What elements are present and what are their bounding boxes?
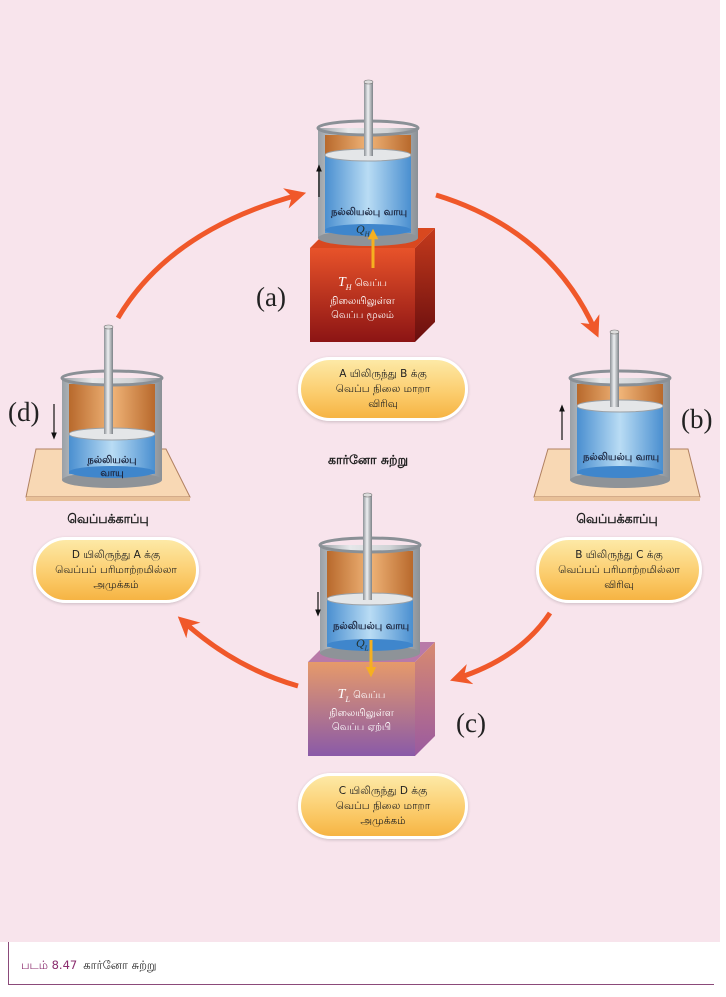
piston-rod [364, 82, 373, 156]
reservoir-line2: நிலையிலுள்ள [329, 707, 394, 719]
cycle-title: கார்னோ சுற்று [327, 452, 409, 467]
reservoir-line2: நிலையிலுள்ள [330, 295, 395, 307]
cycle-arrow-a-to-b [435, 192, 600, 338]
temp-symbol: TH [337, 275, 352, 292]
heat-qh-label: QH [356, 222, 370, 238]
stage-a-apparatus [310, 79, 435, 342]
gas-label-d: நல்லியல்பு வாயு [75, 454, 149, 480]
process-line: வெப்பப் பரிமாற்றமில்லா [558, 563, 680, 576]
process-line: A யிலிருந்து B க்கு [339, 367, 427, 380]
stage-b-apparatus [533, 329, 701, 501]
gas-label-b: நல்லியல்பு வாயு [583, 452, 660, 463]
process-pill-c: C யிலிருந்து D க்கு வெப்ப நிலை மாறா அமுக… [298, 773, 468, 839]
process-pill-d: D யிலிருந்து A க்கு வெப்பப் பரிமாற்றமில்… [33, 537, 199, 603]
insulator-label-d: வெப்பக்காப்பு [67, 511, 149, 526]
piston-rod [104, 327, 113, 434]
process-line: வெப்ப நிலை மாறா [335, 799, 431, 812]
gas-label-a: நல்லியல்பு வாயு [331, 207, 408, 218]
process-line: D யிலிருந்து A க்கு [71, 548, 161, 561]
reservoir-line3: வெப்ப ஏற்பி [331, 721, 392, 733]
process-line: விரிவு [604, 578, 634, 591]
process-line: வெப்ப நிலை மாறா [335, 382, 431, 395]
stage-d-apparatus [25, 324, 191, 501]
cycle-arrow-d-to-a [115, 188, 307, 320]
process-line: விரிவு [368, 397, 398, 410]
heat-subscript: L [364, 644, 369, 653]
process-line: அமுக்கம் [93, 578, 139, 591]
piston-rod [610, 332, 619, 407]
cold-reservoir-side [415, 642, 435, 756]
process-pill-b: B யிலிருந்து C க்கு வெப்பப் பரிமாற்றமில்… [536, 537, 702, 603]
figure-caption: படம் 8.47 கார்னோ சுற்று [21, 958, 157, 974]
cold-reservoir-front [308, 662, 415, 756]
heat-subscript: H [364, 230, 370, 239]
gas-label-c: நல்லியல்பு வாயு [333, 621, 410, 632]
cold-reservoir-label: TL வெப்ப நிலையிலுள்ள வெப்ப ஏற்பி [308, 688, 415, 735]
piston-rod [363, 495, 372, 600]
process-line: அமுக்கம் [360, 814, 406, 827]
reservoir-line1: வெப்ப [354, 278, 387, 289]
hot-reservoir-front [310, 248, 415, 342]
hot-reservoir-label: TH வெப்ப நிலையிலுள்ள வெப்ப மூலம் [310, 276, 415, 323]
stage-label-a: (a) [256, 282, 286, 312]
reservoir-line3: வெப்ப மூலம் [331, 309, 394, 321]
temp-symbol: TL [337, 687, 350, 704]
process-line: B யிலிருந்து C க்கு [575, 548, 663, 561]
cycle-arrow-b-to-c [450, 611, 553, 685]
reservoir-line1: வெப்ப [353, 690, 386, 701]
gas-label-d-line2: வாயு [100, 468, 124, 479]
cycle-arrow-c-to-d [177, 616, 299, 689]
heat-symbol: Q [356, 636, 365, 650]
heat-ql-label: QL [356, 636, 369, 652]
stage-label-b: (b) [681, 404, 713, 434]
gas-label-d-line1: நல்லியல்பு [87, 455, 137, 466]
heat-symbol: Q [356, 222, 365, 236]
stage-c-apparatus [308, 492, 435, 756]
hot-reservoir-side [415, 228, 435, 342]
process-line: வெப்பப் பரிமாற்றமில்லா [55, 563, 177, 576]
carnot-cycle-diagram [25, 79, 701, 756]
process-pill-a: A யிலிருந்து B க்கு வெப்ப நிலை மாறா விரி… [298, 357, 468, 421]
figure-caption-box: படம் 8.47 கார்னோ சுற்று [8, 942, 714, 985]
stage-label-c: (c) [456, 708, 486, 738]
figure-caption-text: கார்னோ சுற்று [83, 958, 157, 972]
figure-number: படம் 8.47 [21, 958, 78, 972]
insulator-label-b: வெப்பக்காப்பு [576, 511, 658, 526]
stage-label-d: (d) [8, 397, 40, 427]
process-line: C யிலிருந்து D க்கு [338, 784, 428, 797]
